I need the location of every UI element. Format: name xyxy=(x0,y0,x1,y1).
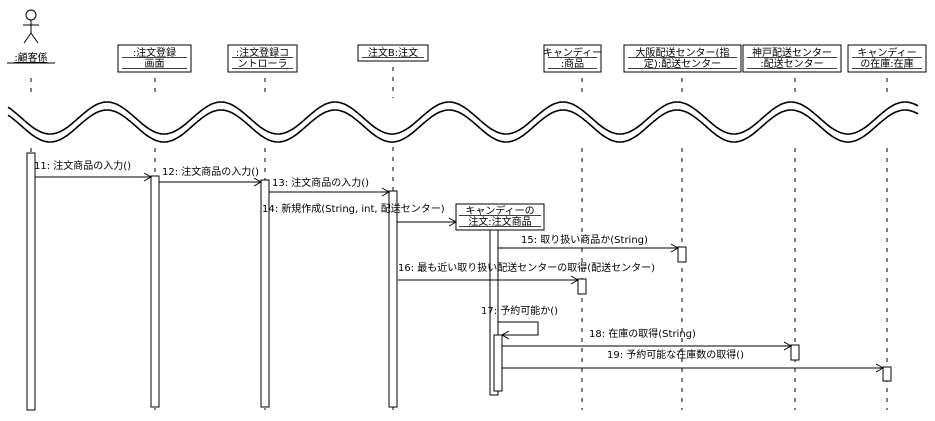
participant-label: 画面 xyxy=(145,59,165,70)
arrow-head xyxy=(143,172,153,182)
message-15: 15: 取り扱い商品か(String) xyxy=(498,233,680,253)
message-label: 11: 注文商品の入力() xyxy=(34,159,131,172)
arrow-head xyxy=(381,187,391,197)
message-label: 18: 在庫の取得(String) xyxy=(589,327,696,340)
message-label: 19: 予約可能な在庫数の取得() xyxy=(607,348,744,361)
participant-label: :配送センター xyxy=(760,57,823,70)
participant-box xyxy=(847,44,927,73)
participant-label: の在庫:在庫 xyxy=(860,57,913,70)
activation-stock xyxy=(882,366,892,382)
participant-label: :商品 xyxy=(561,57,584,70)
participant-label: :注文登録コ xyxy=(236,46,289,59)
message-11: 11: 注文商品の入力() xyxy=(34,159,153,182)
arrow-head xyxy=(783,341,793,351)
participant-box xyxy=(742,44,842,73)
actor-label: :顧客係 xyxy=(14,51,47,64)
participant-box xyxy=(357,44,429,62)
participant-label: ントローラ xyxy=(238,58,288,70)
actor-leg-left xyxy=(23,32,32,44)
participant-osaka: 大阪配送センター(指定):配送センター xyxy=(623,44,742,73)
actor-head xyxy=(25,9,37,21)
participant-candy: キャンディー:商品 xyxy=(543,44,602,73)
activation-kobe xyxy=(790,344,800,361)
arrow-head xyxy=(570,275,580,285)
participant-label: キャンディー xyxy=(543,46,602,59)
participant-label: 神戸配送センター xyxy=(752,46,832,59)
participant-orderB: 注文B:注文 xyxy=(357,44,429,62)
arrow-head xyxy=(500,330,510,340)
actor-leg-right xyxy=(30,32,39,44)
participant-label: :注文登録 xyxy=(133,46,176,59)
activation-customer xyxy=(26,152,36,411)
message-19: 19: 予約可能な在庫数の取得() xyxy=(502,348,885,373)
activation-candy xyxy=(577,278,587,295)
message-13: 13: 注文商品の入力() xyxy=(269,176,391,197)
activation-form xyxy=(150,175,160,408)
participant-box xyxy=(227,44,298,73)
message-18: 18: 在庫の取得(String) xyxy=(502,327,793,351)
activation-ctrl xyxy=(260,179,270,408)
message-label: 13: 注文商品の入力() xyxy=(272,176,369,189)
participant-label: 大阪配送センター(指 xyxy=(636,46,730,59)
created-object-label: キャンディーの xyxy=(465,204,534,217)
participant-kobe: 神戸配送センター:配送センター xyxy=(742,44,842,73)
arrow-head xyxy=(448,217,458,227)
participant-label: 注文B:注文 xyxy=(368,46,418,59)
message-14: 14: 新規作成(String, int, 配送センター) xyxy=(262,202,458,227)
participant-label: キャンディー xyxy=(857,46,916,59)
activation-osaka xyxy=(677,246,687,263)
message-label: 12: 注文商品の入力() xyxy=(162,165,259,178)
message-12: 12: 注文商品の入力() xyxy=(159,165,263,187)
message-label: 16: 最も近い取り扱い配送センターの取得(配送センター) xyxy=(398,261,655,274)
arrow-head xyxy=(253,177,263,187)
message-16: 16: 最も近い取り扱い配送センターの取得(配送センター) xyxy=(398,261,655,285)
participant-box xyxy=(117,44,192,73)
arrow-head xyxy=(875,363,885,373)
message-17: 17: 予約可能か() xyxy=(481,304,558,340)
message-label: 14: 新規作成(String, int, 配送センター) xyxy=(262,202,445,215)
participant-box xyxy=(543,44,602,73)
gap-wave-upper xyxy=(7,101,919,135)
actor-customer: :顧客係 xyxy=(7,9,55,64)
arrow-head xyxy=(670,243,680,253)
activation-created-nested xyxy=(493,334,503,392)
participant-box xyxy=(623,44,742,73)
activation-order-b xyxy=(388,190,398,408)
participant-label: 定):配送センター xyxy=(644,57,721,70)
message-label: 17: 予約可能か() xyxy=(481,304,558,317)
self-message-line xyxy=(498,321,539,336)
gap-wave-lower xyxy=(7,109,919,143)
created-object-box xyxy=(455,203,545,231)
message-label: 15: 取り扱い商品か(String) xyxy=(521,233,648,246)
created-object-label: 注文:注文商品 xyxy=(468,215,531,228)
